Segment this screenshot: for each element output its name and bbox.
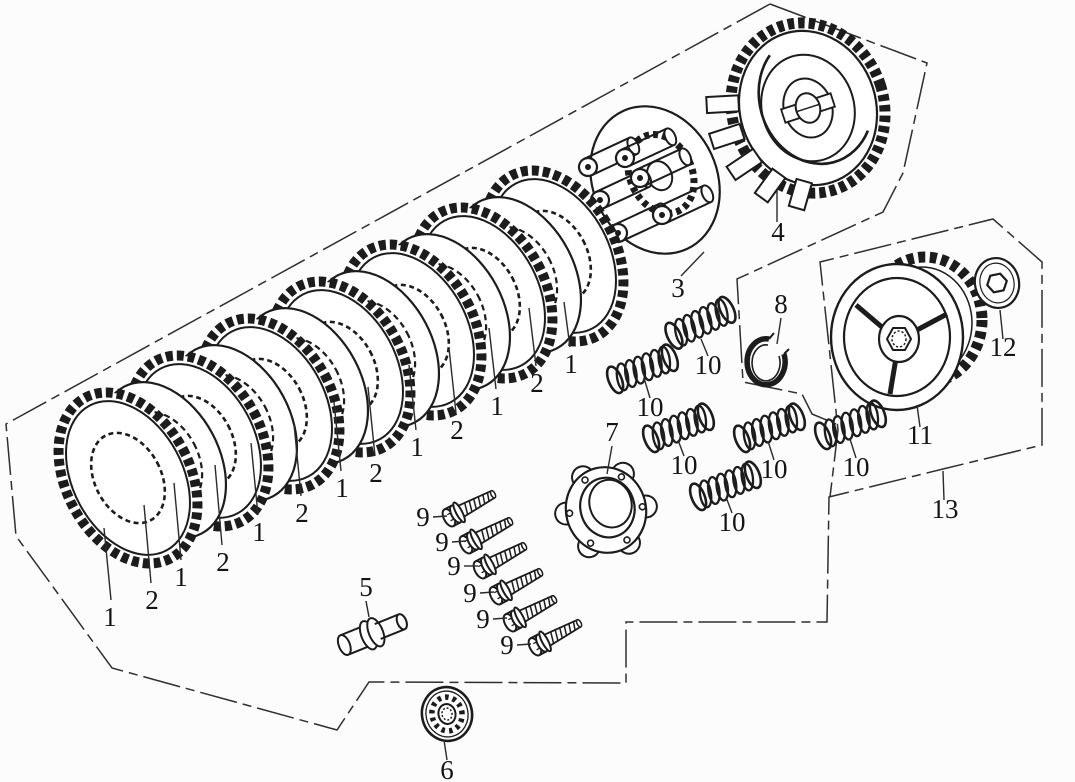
callout-leader-13-33 bbox=[942, 470, 945, 501]
callout-label-6-16: 6 bbox=[440, 755, 454, 782]
callout-label-1-12: 1 bbox=[564, 349, 578, 379]
callout-label-2-3: 2 bbox=[216, 547, 230, 577]
callout-leader-1-12 bbox=[563, 301, 571, 348]
callout-label-2-11: 2 bbox=[530, 368, 544, 398]
callout-label-5-15: 5 bbox=[359, 572, 373, 602]
callout-leader-9-22 bbox=[479, 591, 495, 594]
callout-label-2-7: 2 bbox=[369, 458, 383, 488]
part-3-pressure-plate bbox=[574, 105, 721, 255]
callout-label-10-28: 10 bbox=[761, 454, 788, 484]
callout-leader-9-24 bbox=[516, 643, 532, 646]
part-4-clutch-basket bbox=[705, 17, 891, 212]
callout-label-8-18: 8 bbox=[774, 289, 788, 319]
callout-leader-1-6 bbox=[333, 401, 342, 472]
callout-leader-9-20 bbox=[451, 540, 467, 543]
callout-label-3-13: 3 bbox=[671, 273, 685, 303]
callout-label-1-2: 1 bbox=[174, 562, 188, 592]
part-6-bearing bbox=[420, 685, 474, 743]
spring bbox=[685, 457, 766, 514]
callout-leader-7-17 bbox=[606, 445, 613, 475]
gear-spokes bbox=[854, 303, 949, 395]
callout-leader-3-13 bbox=[680, 251, 705, 277]
callout-label-2-5: 2 bbox=[295, 498, 309, 528]
callout-leader-5-15 bbox=[365, 600, 370, 618]
callout-label-10-27: 10 bbox=[671, 450, 698, 480]
callout-leader-1-0 bbox=[103, 527, 112, 601]
callout-leader-2-5 bbox=[293, 423, 302, 497]
callout-leader-1-10 bbox=[488, 327, 497, 390]
callout-leader-10-29 bbox=[849, 438, 857, 459]
callout-label-10-25: 10 bbox=[695, 350, 722, 380]
spring bbox=[602, 340, 683, 397]
callout-leader-2-1 bbox=[143, 504, 152, 584]
basket-region-boundary-line bbox=[736, 3, 928, 425]
callout-label-2-1: 2 bbox=[145, 585, 159, 615]
callout-leader-10-28 bbox=[767, 440, 775, 461]
callout-label-10-26: 10 bbox=[637, 392, 664, 422]
callout-label-9-22: 9 bbox=[463, 578, 477, 608]
callout-leader-11-31 bbox=[916, 404, 921, 428]
callout-label-10-30: 10 bbox=[719, 507, 746, 537]
callout-label-9-21: 9 bbox=[447, 551, 461, 581]
callout-leader-12-32 bbox=[999, 309, 1004, 340]
callout-label-10-29: 10 bbox=[843, 452, 870, 482]
part-7-hub-flange bbox=[554, 461, 658, 559]
callout-label-9-19: 9 bbox=[416, 502, 430, 532]
outer-boundary-line bbox=[5, 3, 1043, 731]
callout-leader-2-3 bbox=[214, 464, 223, 546]
callout-leader-1-8 bbox=[408, 364, 417, 431]
basket-fingers bbox=[705, 94, 814, 212]
part-5-bolt bbox=[336, 613, 408, 656]
callout-label-9-24: 9 bbox=[500, 630, 514, 660]
callout-label-1-4: 1 bbox=[252, 517, 266, 547]
callout-label-1-8: 1 bbox=[410, 432, 424, 462]
callout-label-11-31: 11 bbox=[907, 420, 933, 450]
callout-leader-6-16 bbox=[443, 739, 448, 761]
callout-label-2-9: 2 bbox=[450, 415, 464, 445]
callout-leader-10-30 bbox=[725, 496, 733, 514]
callout-label-9-23: 9 bbox=[476, 604, 490, 634]
callout-label-9-20: 9 bbox=[435, 527, 449, 557]
callout-label-1-6: 1 bbox=[335, 473, 349, 503]
callout-label-1-0: 1 bbox=[103, 602, 117, 632]
callout-leader-10-26 bbox=[643, 377, 651, 399]
callout-label-7-17: 7 bbox=[605, 417, 619, 447]
callout-leader-2-9 bbox=[448, 347, 457, 414]
callout-leader-1-4 bbox=[250, 442, 259, 516]
callout-label-1-10: 1 bbox=[490, 391, 504, 421]
callout-label-12-32: 12 bbox=[990, 332, 1017, 362]
boundary-outline bbox=[5, 3, 1043, 731]
callout-leader-2-11 bbox=[528, 307, 537, 367]
callout-leader-9-19 bbox=[432, 515, 448, 518]
screw bbox=[524, 611, 588, 660]
part-12-lock-washer bbox=[973, 257, 1021, 309]
part-8-circlip bbox=[744, 332, 790, 388]
callout-leader-1-2 bbox=[173, 482, 182, 561]
callout-leader-10-27 bbox=[677, 439, 685, 457]
callout-leader-10-25 bbox=[700, 338, 709, 357]
callout-leader-2-7 bbox=[367, 386, 376, 457]
callout-leader-9-23 bbox=[492, 617, 508, 620]
part-11-driven-gear bbox=[829, 251, 988, 412]
callout-label-4-14: 4 bbox=[771, 217, 785, 247]
callout-label-13-33: 13 bbox=[932, 494, 959, 524]
callout-leader-8-18 bbox=[776, 317, 782, 345]
screw bbox=[438, 482, 502, 531]
